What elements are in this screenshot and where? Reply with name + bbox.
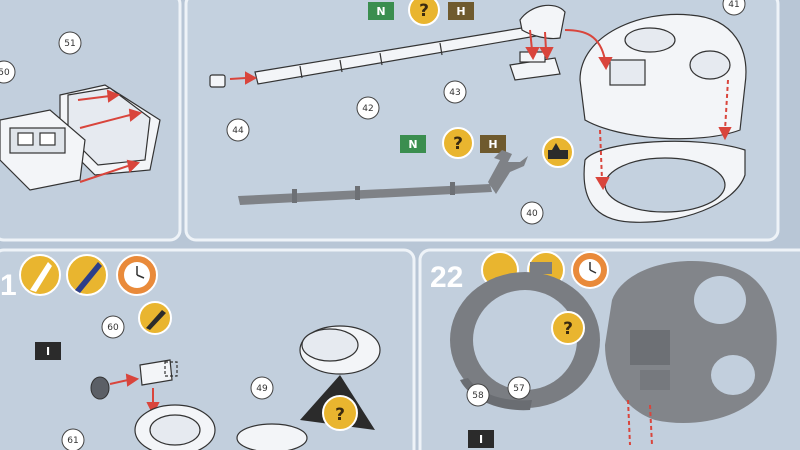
svg-text:H: H (456, 5, 465, 18)
svg-text:I: I (46, 345, 50, 358)
step-number: 22 (430, 261, 463, 294)
panel-bottom-left (0, 248, 416, 450)
label-60: 60 (101, 315, 125, 339)
clock-icon (571, 251, 609, 289)
label-51: 51 (58, 31, 82, 55)
part-60-drawing (139, 359, 178, 386)
svg-text:N: N (376, 5, 385, 18)
svg-text:H: H (488, 138, 497, 151)
hatch-drawing (134, 404, 216, 450)
svg-text:?: ? (563, 319, 573, 339)
svg-text:58: 58 (472, 391, 484, 401)
label-57: 57 (507, 376, 531, 400)
svg-text:49: 49 (256, 384, 268, 394)
red-arrows-bottom-right (627, 399, 653, 446)
svg-text:?: ? (419, 1, 429, 21)
step-fragment-number: 1 (0, 269, 17, 302)
label-44: 44 (226, 118, 250, 142)
svg-text:40: 40 (526, 209, 538, 219)
plastic-barrel-part (238, 150, 528, 205)
question-icon: ? (551, 311, 585, 345)
clock-icon (116, 254, 158, 296)
label-58: 58 (466, 383, 490, 407)
muzzle-brake-drawing (519, 4, 566, 40)
svg-text:I: I (479, 433, 483, 446)
part-49-drawing (236, 423, 308, 450)
label-42: 42 (356, 96, 380, 120)
glue-icon (542, 136, 574, 168)
n-flag-icon: N (368, 2, 394, 20)
brush-icon (66, 254, 108, 296)
svg-text:44: 44 (232, 126, 244, 136)
turret-41-drawing (579, 13, 747, 140)
svg-text:57: 57 (513, 384, 524, 394)
i-flag-icon: I (35, 342, 61, 360)
label-50: 50 (0, 60, 16, 84)
svg-text:60: 60 (107, 323, 119, 333)
question-icon: ? (408, 0, 440, 26)
h-flag-icon: H (448, 2, 474, 20)
red-arrows-left (77, 89, 143, 183)
label-43: 43 (443, 80, 467, 104)
i-flag-icon: I (468, 430, 494, 448)
plastic-ring-part (450, 262, 600, 411)
h-flag-icon: H (480, 135, 506, 153)
plastic-turret-part (605, 261, 777, 424)
svg-text:50: 50 (0, 68, 10, 78)
n-flag-icon: N (400, 135, 426, 153)
svg-text:43: 43 (449, 88, 460, 98)
label-40: 40 (520, 201, 544, 225)
svg-text:61: 61 (67, 436, 78, 446)
question-icon: ? (300, 375, 375, 431)
part-51-drawing (0, 84, 161, 191)
svg-text:51: 51 (64, 39, 75, 49)
svg-text:?: ? (453, 134, 463, 154)
svg-text:?: ? (335, 405, 345, 425)
lid-drawing (299, 325, 381, 375)
label-49: 49 (250, 376, 274, 400)
paint-icon (19, 254, 61, 296)
label-41: 41 (722, 0, 746, 16)
red-arrows-turret (564, 29, 732, 191)
part-61-drawing (90, 376, 110, 400)
svg-text:41: 41 (728, 0, 739, 10)
svg-text:N: N (408, 138, 417, 151)
label-61: 61 (61, 428, 85, 450)
knife-icon (138, 301, 172, 335)
question-icon: ? (442, 127, 474, 159)
svg-text:42: 42 (362, 104, 373, 114)
red-arrows-barrel (229, 29, 554, 85)
